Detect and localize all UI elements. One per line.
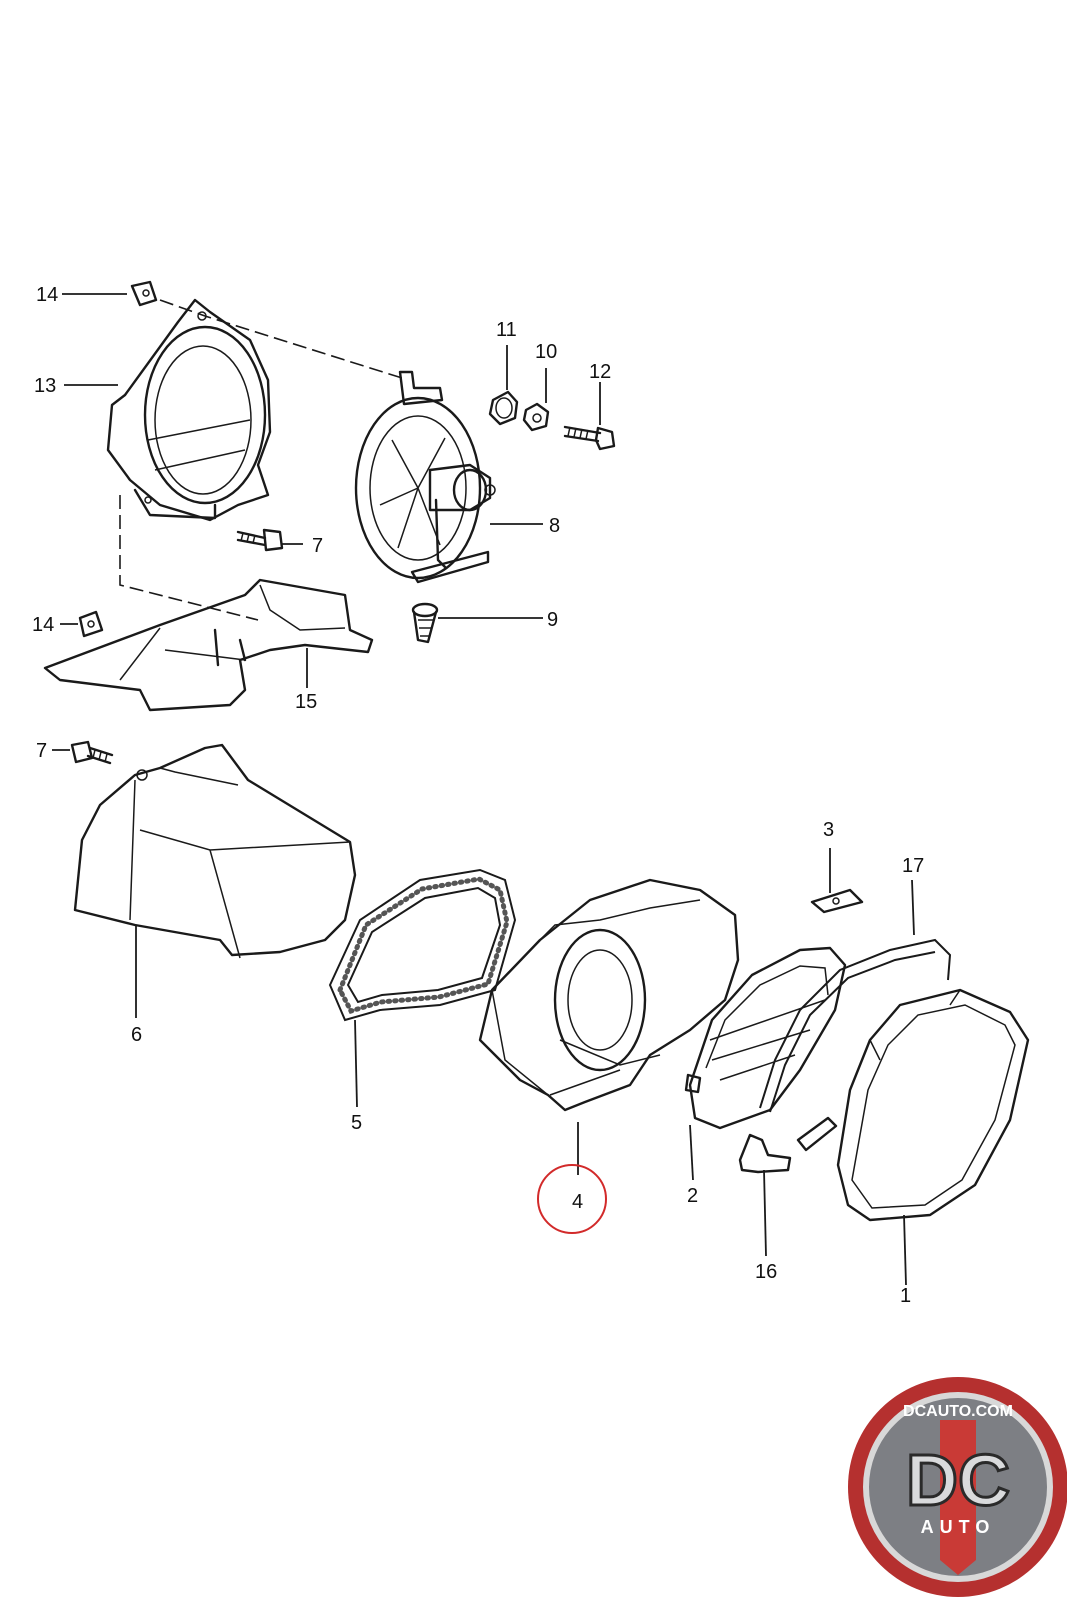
callout-14: 14 [36, 284, 58, 306]
part-7-bolt-upper [236, 528, 284, 552]
part-2-grille-frame [684, 946, 847, 1130]
callout-12: 12 [589, 361, 611, 383]
assembly-line-left [119, 495, 259, 621]
callout-6: 6 [131, 1024, 142, 1046]
part-4-fan-housing [478, 878, 740, 1112]
callout-7-upper: 7 [312, 535, 323, 557]
callout-7-lower: 7 [36, 740, 47, 762]
assembly-line-top [159, 299, 403, 379]
part-8-fan-motor [354, 370, 496, 584]
part-14-clip-top [130, 280, 158, 307]
part-12-bolt [563, 425, 616, 451]
part-3-clip [810, 888, 864, 914]
part-10-nut [522, 402, 550, 432]
callout-10: 10 [535, 341, 557, 363]
callout-11: 11 [496, 319, 517, 341]
logo-stripe [940, 1420, 976, 1575]
part-6-air-duct [73, 743, 357, 959]
callout-5: 5 [351, 1112, 362, 1134]
part-13-fan-shroud [106, 298, 272, 522]
part-15-air-guide [43, 578, 374, 712]
callout-16: 16 [755, 1261, 777, 1283]
part-14-clip-lower [78, 610, 104, 638]
logo-site-text: DCAUTO.COM [903, 1403, 1013, 1420]
part-5-gasket [328, 868, 517, 1022]
part-9-push-pin [411, 602, 439, 644]
callout-1: 1 [900, 1285, 911, 1307]
callout-labels: 14 13 11 10 12 7 8 14 9 15 7 6 5 4 2 3 1… [32, 284, 924, 1307]
part-1-cover [836, 988, 1030, 1222]
highlight-circle [537, 1164, 607, 1234]
callout-15: 15 [295, 691, 317, 713]
part-16-seal-piece [738, 1116, 838, 1174]
callout-9: 9 [547, 609, 558, 631]
callout-14-lower: 14 [32, 614, 54, 636]
callout-3: 3 [823, 819, 834, 841]
leader-lines [52, 293, 915, 1286]
callout-2: 2 [687, 1185, 698, 1207]
logo-sub-text: AUTO [921, 1517, 996, 1537]
callout-13: 13 [34, 375, 56, 397]
dcauto-logo: DCAUTO.COM DC AUTO [848, 1377, 1067, 1597]
part-17-seal [759, 938, 952, 1113]
callout-4: 4 [572, 1191, 583, 1213]
logo-monogram: DC [906, 1441, 1010, 1521]
part-11-nut [488, 390, 519, 426]
callout-8: 8 [549, 515, 560, 537]
callout-17: 17 [902, 855, 924, 877]
part-7-bolt-lower [70, 740, 114, 765]
